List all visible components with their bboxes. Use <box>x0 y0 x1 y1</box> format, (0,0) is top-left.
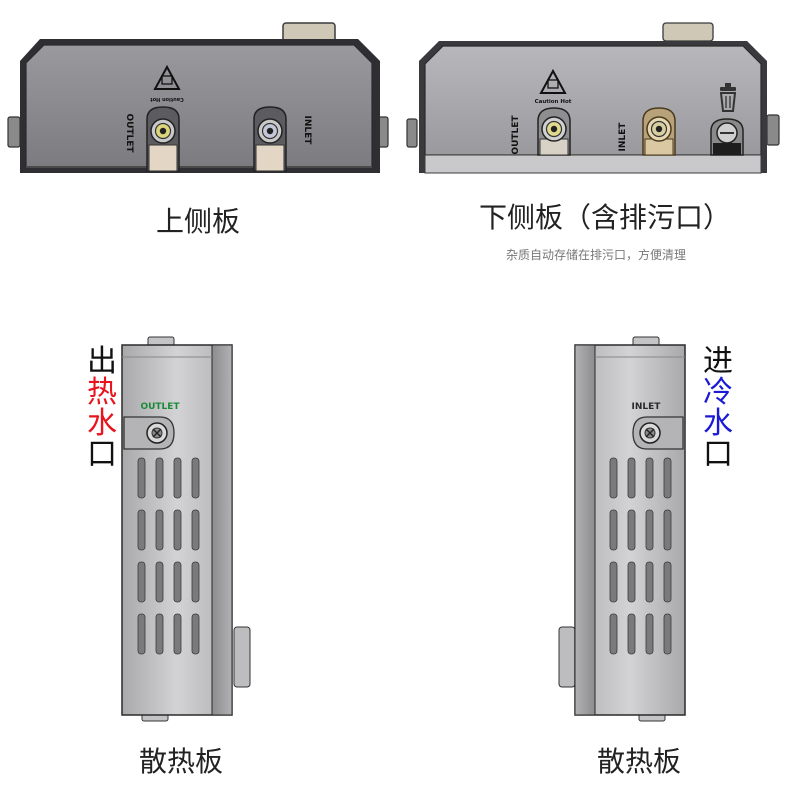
trash-icon <box>719 83 737 112</box>
left-outlet-text: OUTLET <box>140 402 180 412</box>
bottom-inlet-text: INLET <box>618 122 628 152</box>
bottom-caution-text: Caution Hot <box>535 99 572 105</box>
left-heatsink-image: OUTLET <box>121 336 251 722</box>
bottom-outlet-text: OUTLET <box>511 115 521 155</box>
right-heatsink-image: INLET <box>558 336 686 722</box>
right-inlet-text: INLET <box>632 402 662 412</box>
bottom-side-caption: 下侧板（含排污口） <box>479 201 732 234</box>
left-heatsink-caption: 散热板 <box>139 745 224 778</box>
hot-water-outlet-label: 出 热 水 口 <box>87 344 117 472</box>
right-heatsink-caption: 散热板 <box>597 745 682 778</box>
top-side-panel-image: Caution Hot OUTLET INLET <box>7 22 389 173</box>
top-outlet-text: OUTLET <box>124 113 134 153</box>
bottom-side-panel-image: Caution Hot OUTLET INLET <box>406 22 780 174</box>
top-caution-text: Caution Hot <box>150 96 184 102</box>
cold-water-inlet-label: 进 冷 水 口 <box>703 344 733 472</box>
drain-note: 杂质自动存储在排污口，方便清理 <box>506 248 687 262</box>
top-side-caption: 上侧板 <box>156 205 241 238</box>
top-inlet-text: INLET <box>302 116 312 146</box>
